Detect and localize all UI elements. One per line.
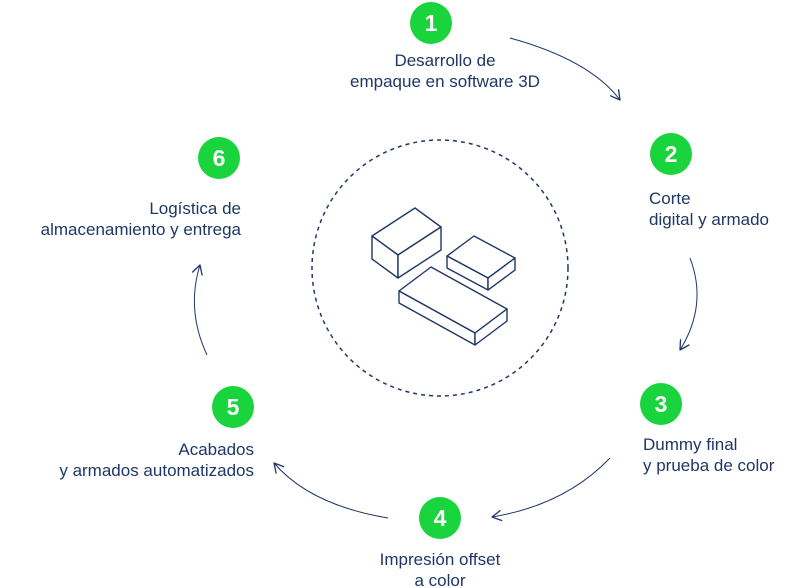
step-1-label-line1: Desarrollo de (394, 51, 496, 70)
step-5-badge: 5 (212, 386, 254, 428)
step-2-label: Corte digital y armado (649, 188, 799, 230)
arrow-step4-to-step5 (273, 462, 389, 519)
step-4-label-line2: a color (414, 571, 466, 588)
step-3-label-line2: y prueba de color (643, 456, 775, 475)
packaging-boxes-icon (371, 207, 516, 346)
step-3-label-line1: Dummy final (643, 435, 738, 454)
step-1-label: Desarrollo de empaque en software 3D (310, 50, 580, 92)
step-6-badge: 6 (198, 137, 240, 179)
box-small-icon (446, 235, 516, 291)
step-2-badge: 2 (650, 133, 692, 175)
step-5-label-line2: y armados automatizados (59, 461, 254, 480)
step-6-label-line1: Logística de (149, 199, 241, 218)
step-4-label-line1: Impresión offset (379, 550, 501, 569)
step-6-label: Logística de almacenamiento y entrega (0, 198, 241, 240)
arrow-step3-to-step4 (491, 457, 611, 522)
step-3-badge: 3 (640, 383, 682, 425)
step-3-label: Dummy final y prueba de color (643, 434, 799, 476)
step-2-label-line2: digital y armado (649, 210, 770, 229)
arrow-step5-to-step6 (191, 264, 208, 356)
arrow-step2-to-step3 (679, 257, 698, 351)
step-2-label-line1: Corte (649, 189, 691, 208)
step-1-badge: 1 (410, 2, 452, 44)
step-4-badge: 4 (419, 497, 461, 539)
step-5-label: Acabados y armados automatizados (0, 439, 254, 481)
step-6-label-line2: almacenamiento y entrega (40, 220, 241, 239)
step-1-label-line2: empaque en software 3D (350, 72, 540, 91)
box-long-icon (398, 266, 508, 346)
arrow-step1-to-step2 (509, 37, 621, 101)
dashed-center-circle (311, 139, 569, 397)
step-4-label: Impresión offset a color (340, 549, 540, 588)
box-cube-icon (371, 207, 442, 279)
step-5-label-line1: Acabados (178, 440, 254, 459)
